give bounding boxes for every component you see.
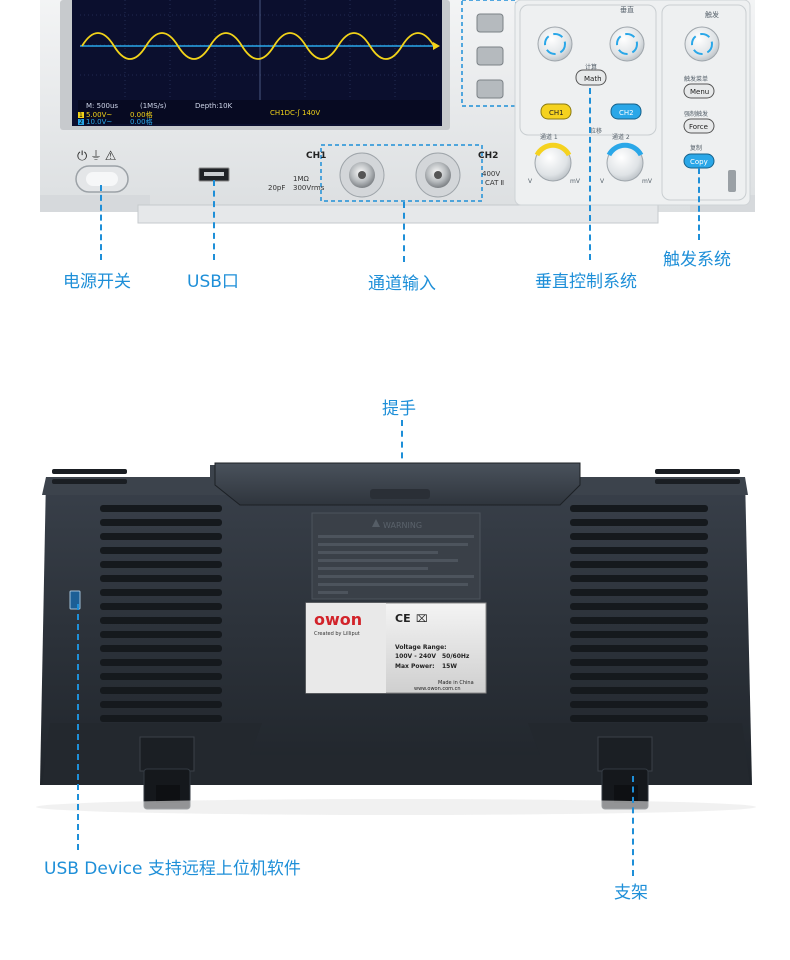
brand-logo: owon [314,610,362,629]
category-text: CAT Ⅱ [485,179,504,187]
max-voltage-text: 300Vrms [293,184,325,192]
stand-label: 支架 [614,883,648,903]
ch1-scale-v: V [528,178,533,185]
warning-title: WARNING [383,521,422,530]
scale-knob-h[interactable] [609,26,645,62]
ch2-scale-v: V [600,178,605,185]
website-text: www.owon.com.cn [414,686,461,692]
channel-callout-line [403,202,405,262]
top-vents-left [52,469,127,484]
ch2-input-label: CH2 [478,151,498,161]
ch2-number: 2 [79,119,83,126]
ch2-offset-readout: 0.00格 [130,117,153,126]
trigger-system-label: 触发系统 [663,250,731,270]
power-symbols: ⏻ ⏚ ⚠ [77,149,116,164]
softkey-button[interactable] [476,13,504,33]
force-caption: 强制触发 [684,110,708,118]
ch1-offset-readout: 0.00格 [130,110,153,119]
left-stand [139,736,195,810]
vent-slots-left [100,505,222,722]
voltage-range-value: 100V - 240V [395,653,436,660]
ch2-button[interactable] [610,103,642,120]
made-in-text: Made in China [438,680,474,686]
ch2-knob-caption: 通道 2 [612,133,630,141]
ch1-waveform [81,32,435,60]
carry-handle [214,462,581,506]
depth-readout: Depth:10K [195,102,233,110]
ch1-number: 1 [79,112,83,119]
trigger-section [661,4,747,201]
capacitance-text: 20pF [268,184,285,192]
usb-device-callout-line [77,604,79,850]
ch1-button-label: CH1 [549,109,564,117]
trigger-header: 触发 [705,10,719,19]
probe-comp-terminal [728,170,736,192]
usb-callout-line [213,180,215,260]
right-stand [597,736,653,810]
power-callout-line [100,185,102,260]
timebase-readout: M: 500us [86,102,118,110]
trigger-menu-button[interactable] [683,83,715,99]
stand-callout-line [632,776,634,876]
ch2-scale-readout: 10.0V~ [86,118,112,126]
vertical-callout-line [589,88,591,260]
front-panel-photo: M: 500us (1MS/s) Depth:10K CH1DC-ʃ 140V … [40,0,755,224]
usb-device-label: USB Device 支持远程上位机软件 [44,859,301,879]
channel-input-label: 通道输入 [368,274,436,294]
ce-mark: CE [395,612,411,625]
trigger-level-knob[interactable] [684,26,720,62]
ch2-button-label: CH2 [619,109,634,117]
frequency-value: 50/60Hz [442,653,470,660]
menu-label: Menu [690,88,709,96]
trigger-readout: CH1DC-ʃ 140V [270,109,320,117]
ch1-input-label: CH1 [306,151,326,161]
math-button[interactable] [575,69,607,86]
handle-label: 提手 [382,399,416,419]
ch2-scale-mv: mV [642,178,653,185]
position-knob-h[interactable] [537,26,573,62]
voltage-range-title: Voltage Range: [395,644,447,651]
brand-tagline: Created by Lilliput [314,631,360,637]
weee-icon: ⌧ [416,614,428,625]
vent-slots-right [570,505,708,722]
usb-port-label: USB口 [187,272,239,292]
warning-text-lines [318,535,474,594]
impedance-text: 1MΩ [293,175,309,183]
copy-label: Copy [690,158,708,166]
menu-caption: 触发菜单 [684,75,708,83]
ch1-scale-readout: 5.00V~ [86,111,112,119]
ch2-rating-text: 400V [482,170,500,178]
copy-caption: 复制 [690,144,702,152]
vertical-system-label: 垂直控制系统 [535,272,637,292]
force-trigger-button[interactable] [683,118,715,134]
ch1-knob-caption: 通道 1 [540,133,558,141]
softkey-button[interactable] [476,79,504,99]
max-power-value: 15W [442,663,457,670]
channel-input-highlight [320,144,483,202]
top-vents-right [655,469,740,484]
rear-panel-photo: WARNING owon Created by Lilliput CE ⌧ Vo… [36,462,756,815]
ch1-button[interactable] [540,103,572,120]
handle-callout-line [401,420,403,480]
vertical-header: 垂直 [620,5,634,14]
vertical-section [519,4,657,136]
power-switch-label: 电源开关 [63,272,131,292]
softkey-button[interactable] [476,46,504,66]
math-label: Math [584,75,602,83]
calc-caption: 计算 [585,63,597,71]
force-label: Force [689,123,708,131]
trigger-callout-line [698,168,700,240]
max-power-title: Max Power: [395,663,434,670]
sample-rate-readout: (1MS/s) [140,102,167,110]
ch1-scale-mv: mV [570,178,581,185]
position-caption: 位移 [590,127,602,135]
